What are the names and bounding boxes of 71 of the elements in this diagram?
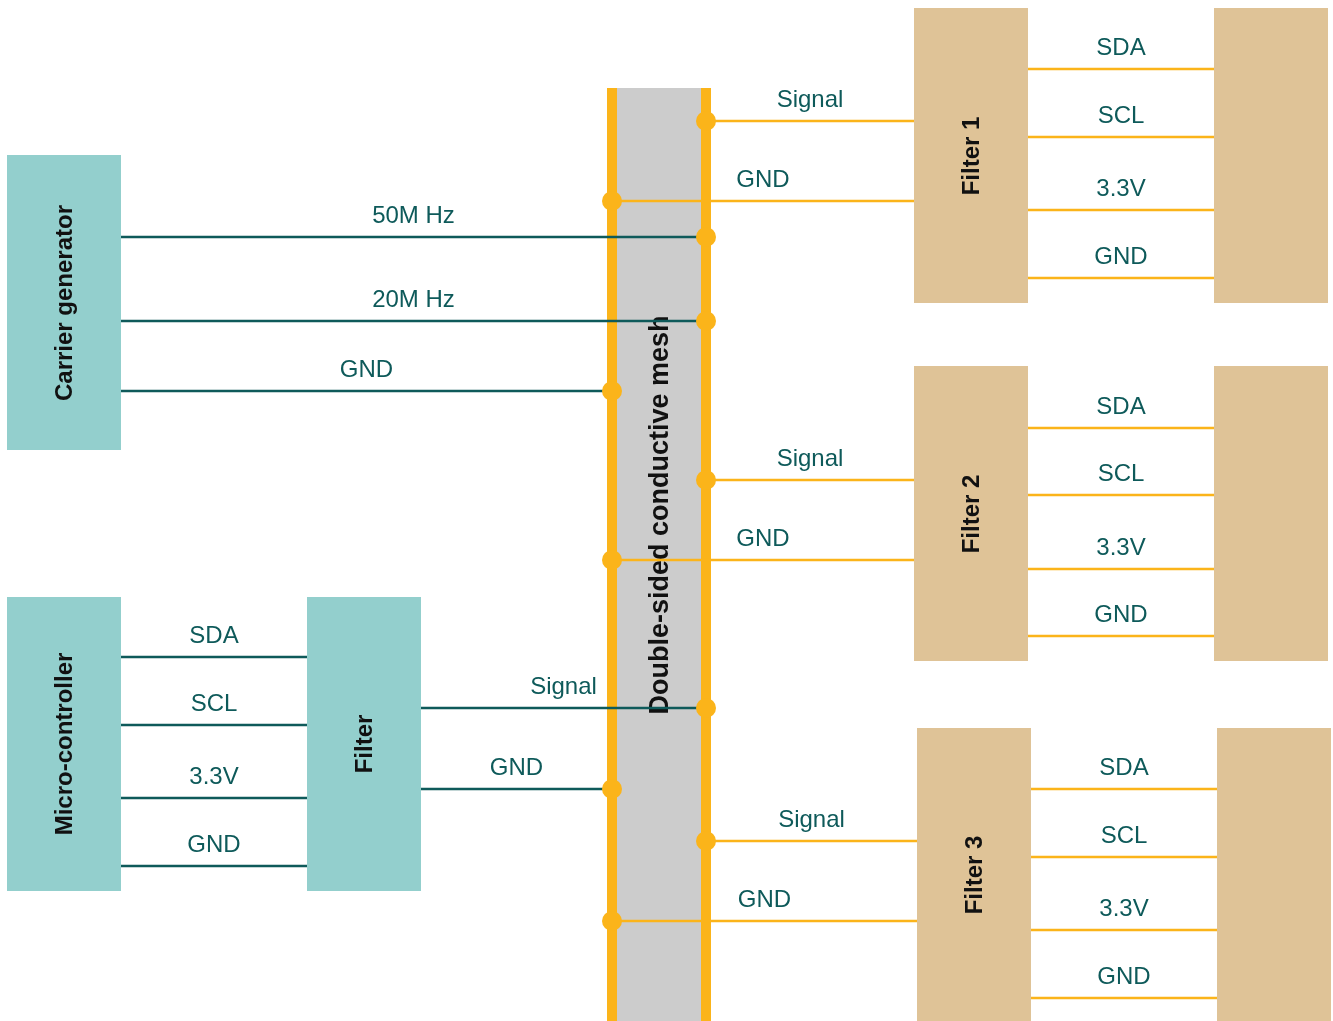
filter-box [917,728,1031,1021]
wire [121,723,307,727]
box-label: Carrier generator [50,204,78,401]
mesh-panel [607,88,711,1021]
wire [121,227,716,247]
mesh-label: Double-sided conductive mesh [643,315,675,715]
edge-label: 20M Hz [372,285,455,313]
wire [1028,135,1214,139]
wire [1031,855,1217,859]
edge-label: Signal [778,805,845,833]
edge-label: GND [187,830,241,858]
edge-label: Signal [776,444,844,472]
edge-label: GND [1094,242,1148,270]
wire [121,655,307,659]
wire [1031,787,1217,791]
wire [696,470,914,490]
wire [602,550,914,570]
wire [1028,208,1214,212]
wire [1031,928,1217,932]
process-box [7,155,121,450]
wire [602,191,914,211]
wire [696,831,917,851]
process-box [7,597,121,891]
wire [1028,426,1214,430]
chip-box [1214,8,1328,303]
edge-label: GND [737,885,792,913]
edge-label: Signal [776,85,844,113]
wire [121,311,716,331]
wire [1028,634,1214,638]
box-label: Filter 1 [957,116,985,195]
edge-label: SCL [1100,821,1148,849]
wire [421,779,622,799]
edge-label: GND [489,753,544,781]
filter-box [914,8,1028,303]
edge-label: 3.3V [1096,533,1146,561]
edge-label: GND [736,165,790,193]
wire [121,864,307,868]
wire [602,911,917,931]
edge-label: SDA [1096,33,1146,61]
filter-box [307,597,421,891]
edge-label: 3.3V [1099,894,1149,922]
wire [1031,996,1217,1000]
wire [421,698,716,718]
wire [1028,493,1214,497]
wire [121,381,622,401]
box-label: Filter 2 [957,474,985,553]
box-label: Filter 3 [960,835,988,914]
edge-label: SCL [1097,101,1145,129]
edge-label: GND [736,524,790,552]
chip-box [1214,366,1328,661]
edge-label: GND [1094,600,1148,628]
wire [121,796,307,800]
edge-label: SCL [190,689,238,717]
edge-label: SDA [1096,392,1146,420]
wire [1028,67,1214,71]
edge-label: SDA [189,621,239,649]
edge-label: 3.3V [1096,174,1146,202]
edge-label: SCL [1097,459,1145,487]
edge-label: GND [1097,962,1151,990]
edge-label: GND [339,355,394,383]
edge-label: SDA [1099,753,1149,781]
wire [696,111,914,131]
chip-box [1217,728,1331,1021]
edge-label: Signal [530,672,597,700]
edge-label: 50M Hz [372,201,455,229]
filter-box [914,366,1028,661]
wire [1028,276,1214,280]
wire [1028,567,1214,571]
box-label: Filter [350,714,378,774]
box-label: Micro-controller [50,652,78,836]
edge-label: 3.3V [189,762,239,790]
